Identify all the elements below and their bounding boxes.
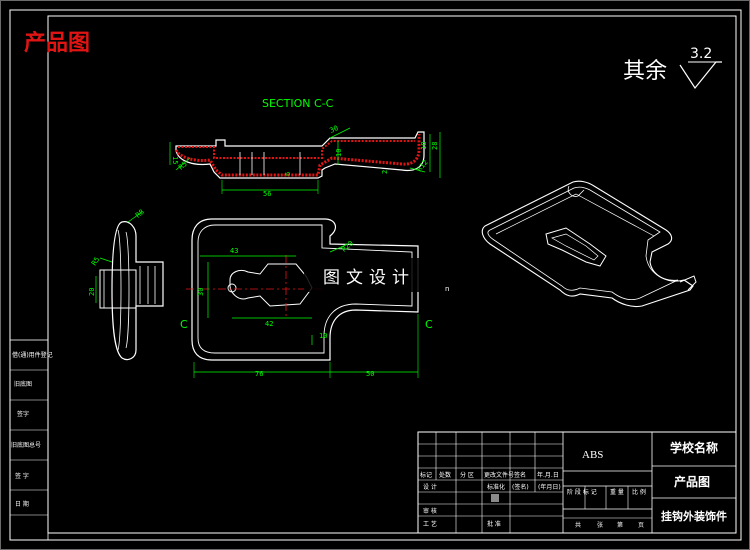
left-strip-table: 借(通)用件登记 旧底图 签字 旧底图总号 签 字 日 期	[9, 339, 53, 541]
watermark-text: 图文设计	[323, 268, 415, 288]
dim-43: 43	[230, 247, 238, 255]
roughness-triangle	[679, 61, 722, 90]
dim-28: 28	[431, 142, 439, 150]
rev-header-5: 年.月.日	[537, 471, 559, 479]
front-view: 43 30 42 R20 10 76 50 C C	[180, 218, 433, 378]
stage-label-2: 比 例	[632, 488, 646, 496]
stage-label-1: 重 量	[610, 488, 624, 496]
dim-50: 50	[366, 370, 374, 378]
cut-label-right: C	[425, 318, 433, 331]
rev-header-1: 处数	[439, 471, 451, 479]
cut-label-left: C	[180, 318, 188, 331]
sheet-label-0: 共	[575, 521, 581, 529]
std-label-0: 标准化	[487, 483, 505, 491]
part-name: 挂钩外装饰件	[661, 509, 727, 523]
stage-label-0: 阶 段 标 记	[567, 488, 597, 496]
surface-finish-text: 其余	[623, 59, 667, 84]
iso-outline	[481, 180, 694, 308]
side-view: R8 R5 20	[88, 208, 164, 361]
strip-cell-5: 日 期	[15, 500, 29, 508]
sign-row-1: 审 核	[423, 507, 437, 515]
iso-slot	[545, 227, 607, 267]
dim-15: 15	[171, 156, 179, 164]
drawing-border	[47, 15, 737, 534]
watermark-suffix: n	[445, 285, 449, 293]
dim-r5-section: R5	[177, 160, 189, 172]
side-outline	[111, 221, 164, 361]
std-label-1: (签名)	[512, 483, 529, 491]
dim-2: 2	[381, 170, 389, 174]
dim-30: 30	[328, 124, 339, 135]
drawing-name: 产品图	[674, 474, 710, 489]
dim-10-front: 10	[319, 332, 327, 340]
front-slot	[229, 263, 313, 307]
dim-30-front: 30	[197, 288, 205, 296]
section-hatch	[174, 134, 421, 177]
section-view: 56 R5 15 30 R12 18 28 2 6 10	[169, 124, 441, 198]
dim-10-section: 10	[335, 149, 343, 157]
rev-header-2: 分 区	[460, 471, 474, 479]
rev-header-4: 签名	[514, 471, 526, 479]
header-label: 产品图	[24, 31, 90, 56]
section-title: SECTION C-C	[262, 97, 334, 110]
roughness-value: 3.2	[690, 46, 712, 62]
rev-header-0: 标记	[420, 471, 432, 479]
section-outline	[175, 131, 425, 179]
dim-20: 20	[88, 288, 96, 296]
strip-cell-1: 旧底图	[14, 380, 32, 388]
school-name: 学校名称	[670, 440, 718, 455]
frame-border	[9, 9, 742, 541]
material-text: ABS	[582, 449, 603, 461]
watermark: 图文设计 n	[304, 258, 454, 293]
dim-56: 56	[263, 190, 271, 198]
strip-cell-0: 借(通)用件登记	[12, 351, 53, 359]
dim-42: 42	[265, 320, 273, 328]
title-block: 标记 处数 分 区 更改文件号 签名 年.月.日 设 计 审 核 工 艺 标准化…	[417, 431, 737, 534]
sheet-label-2: 第	[617, 521, 623, 529]
isometric-view	[481, 180, 697, 308]
rev-header-3: 更改文件号	[484, 471, 514, 479]
stamp-mark	[491, 494, 499, 502]
sheet-label-1: 张	[597, 521, 603, 529]
surface-finish-symbol: 其余 3.2	[623, 46, 722, 90]
dim-76: 76	[255, 370, 263, 378]
sign-row-0: 设 计	[423, 483, 437, 491]
strip-cell-4: 签 字	[15, 472, 29, 480]
dim-r8: R8	[134, 208, 146, 220]
dim-r20: R20	[340, 239, 355, 253]
dim-r5-side: R5	[90, 256, 101, 268]
front-outline	[191, 218, 419, 361]
sheet-label-3: 页	[638, 522, 644, 529]
sign-row-2: 工 艺	[423, 520, 437, 528]
std-label-3: 批 准	[487, 520, 501, 528]
std-label-2: (年月日)	[538, 483, 561, 491]
strip-cell-3: 旧底图总号	[11, 441, 41, 449]
strip-cell-2: 签字	[17, 410, 29, 418]
dim-r12: R12	[415, 158, 429, 173]
dim-6: 6	[284, 172, 292, 176]
dim-18: 18	[420, 142, 428, 150]
